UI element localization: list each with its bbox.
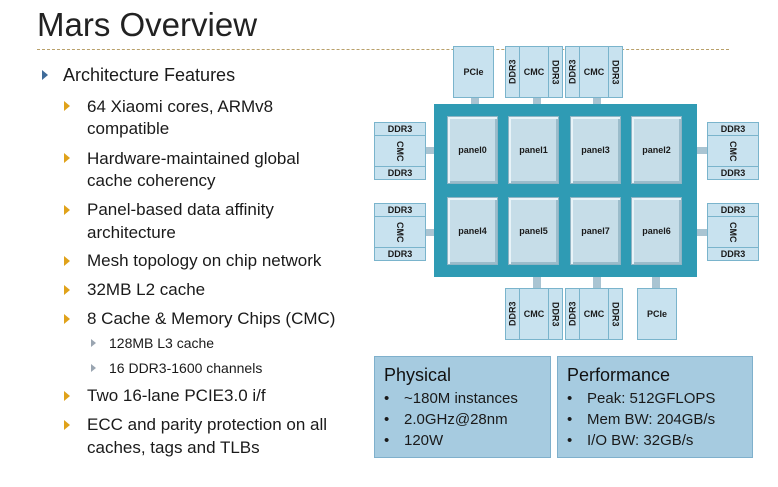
bullet-icon bbox=[64, 314, 70, 324]
bullet-icon bbox=[91, 364, 96, 372]
connector bbox=[424, 229, 435, 236]
feature-item: 64 Xiaomi cores, ARMv8 bbox=[87, 97, 274, 116]
feature-item: caches, tags and TLBs bbox=[87, 438, 260, 457]
title-divider bbox=[37, 49, 729, 50]
feature-item: 32MB L2 cache bbox=[87, 280, 206, 299]
ddr3-block: DDR3 bbox=[707, 203, 759, 217]
ddr3-block: DDR3 bbox=[608, 288, 623, 340]
bullet-icon bbox=[64, 205, 70, 215]
features-heading: Architecture Features bbox=[63, 65, 236, 85]
connector bbox=[593, 96, 601, 105]
cmc-block: CMC bbox=[519, 46, 549, 98]
performance-item: Peak: 512GFLOPS bbox=[567, 388, 715, 409]
connector bbox=[471, 96, 479, 105]
bullet-icon bbox=[64, 285, 70, 295]
feature-item: Hardware-maintained global bbox=[87, 149, 300, 168]
ddr3-block: DDR3 bbox=[505, 288, 520, 340]
panel-block: panel4 bbox=[447, 197, 498, 265]
physical-item: 120W bbox=[384, 430, 518, 451]
feature-item: 8 Cache & Memory Chips (CMC) bbox=[87, 309, 336, 328]
ddr3-block: DDR3 bbox=[707, 122, 759, 136]
connector bbox=[424, 147, 435, 154]
connector bbox=[652, 276, 660, 288]
ddr3-block: DDR3 bbox=[548, 46, 563, 98]
ddr3-block: DDR3 bbox=[608, 46, 623, 98]
bullet-icon bbox=[64, 101, 70, 111]
ddr3-block: DDR3 bbox=[548, 288, 563, 340]
cmc-block: CMC bbox=[519, 288, 549, 340]
feature-subitem: 128MB L3 cache bbox=[109, 335, 215, 351]
physical-box: Physical ~180M instances 2.0GHz@28nm 120… bbox=[374, 356, 551, 458]
cmc-block: CMC bbox=[374, 216, 426, 248]
ddr3-block: DDR3 bbox=[707, 247, 759, 261]
feature-item: compatible bbox=[87, 119, 170, 138]
physical-item: 2.0GHz@28nm bbox=[384, 409, 518, 430]
performance-title: Performance bbox=[567, 365, 671, 385]
ddr3-block: DDR3 bbox=[374, 166, 426, 180]
cmc-block: CMC bbox=[707, 135, 759, 167]
cmc-block: CMC bbox=[579, 288, 609, 340]
panel-block: panel6 bbox=[631, 197, 682, 265]
connector bbox=[696, 147, 707, 154]
connector bbox=[533, 276, 541, 288]
feature-subitem: 16 DDR3-1600 channels bbox=[109, 360, 263, 376]
feature-item: Two 16-lane PCIE3.0 i/f bbox=[87, 386, 266, 405]
page-title: Mars Overview bbox=[37, 6, 258, 43]
cmc-block: CMC bbox=[579, 46, 609, 98]
feature-item: ECC and parity protection on all bbox=[87, 415, 328, 434]
performance-box: Performance Peak: 512GFLOPS Mem BW: 204G… bbox=[557, 356, 753, 458]
ddr3-block: DDR3 bbox=[565, 46, 580, 98]
panel-block: panel5 bbox=[508, 197, 559, 265]
ddr3-block: DDR3 bbox=[707, 166, 759, 180]
feature-item: Mesh topology on chip network bbox=[87, 251, 322, 270]
bullet-icon bbox=[42, 70, 48, 80]
physical-title: Physical bbox=[384, 365, 452, 385]
pcie-block: PCIe bbox=[637, 288, 677, 340]
panel-block: panel2 bbox=[631, 116, 682, 184]
ddr3-block: DDR3 bbox=[374, 247, 426, 261]
ddr3-block: DDR3 bbox=[374, 122, 426, 136]
ddr3-block: DDR3 bbox=[374, 203, 426, 217]
physical-item: ~180M instances bbox=[384, 388, 518, 409]
cmc-block: CMC bbox=[374, 135, 426, 167]
performance-item: Mem BW: 204GB/s bbox=[567, 409, 715, 430]
connector bbox=[593, 276, 601, 288]
panel-block: panel0 bbox=[447, 116, 498, 184]
panel-block: panel7 bbox=[570, 197, 621, 265]
bullet-icon bbox=[64, 153, 70, 163]
feature-item: cache coherency bbox=[87, 171, 216, 190]
ddr3-block: DDR3 bbox=[505, 46, 520, 98]
feature-item: architecture bbox=[87, 223, 176, 242]
performance-item: I/O BW: 32GB/s bbox=[567, 430, 715, 451]
connector bbox=[533, 96, 541, 105]
bullet-icon bbox=[64, 391, 70, 401]
connector bbox=[696, 229, 707, 236]
bullet-icon bbox=[64, 420, 70, 430]
bullet-icon bbox=[64, 256, 70, 266]
bullet-icon bbox=[91, 339, 96, 347]
feature-item: Panel-based data affinity bbox=[87, 200, 274, 219]
cmc-block: CMC bbox=[707, 216, 759, 248]
pcie-block: PCIe bbox=[453, 46, 494, 98]
panel-block: panel3 bbox=[570, 116, 621, 184]
panel-block: panel1 bbox=[508, 116, 559, 184]
ddr3-block: DDR3 bbox=[565, 288, 580, 340]
